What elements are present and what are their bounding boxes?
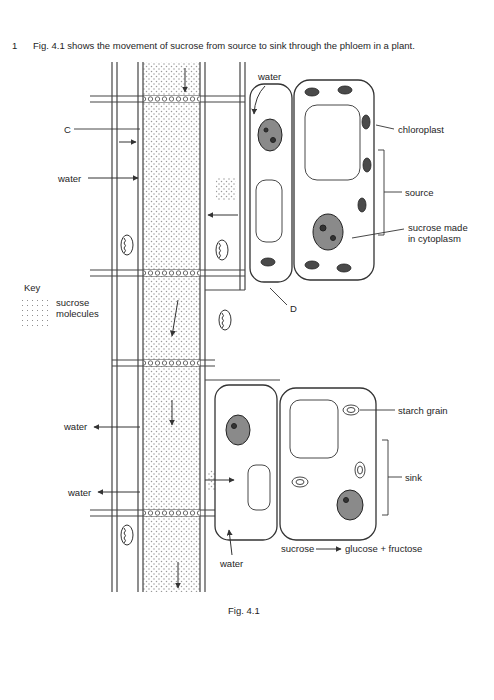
figure-caption: Fig. 4.1 [228,605,260,616]
part-letter: C [64,124,71,135]
part-label: chloroplast [398,124,444,135]
part-label: water [58,173,81,184]
question-text: Fig. 4.1 shows the movement of sucrose f… [33,40,415,51]
question-number: 1 [12,40,17,51]
sieve-plates [144,96,200,516]
chloroplasts [261,86,371,272]
part-label: water [68,487,91,498]
part-label: water [220,558,243,569]
legend-text: sucrose molecules [56,297,104,320]
source-cells [250,80,374,282]
part-label: water [258,71,281,82]
starch-grains [292,405,365,487]
reaction-text: sucrose [281,543,314,554]
flow-arrows [88,68,341,588]
sucrose-dots [216,178,236,200]
part-letter: D [290,303,297,314]
part-label: water [64,421,87,432]
leader-lines [74,125,404,515]
key-heading: Key [24,282,40,293]
sink-cells [215,385,376,540]
region-label: sink [405,472,422,483]
part-label: sucrose made in cytoplasm [408,222,470,245]
nucleus [258,119,343,250]
region-label: source [405,187,434,198]
part-label: starch grain [398,405,448,416]
nucleus [226,415,363,520]
sucrose-dots [143,62,200,592]
legend-swatch [20,298,50,330]
reaction-text: glucose + fructose [345,543,422,554]
